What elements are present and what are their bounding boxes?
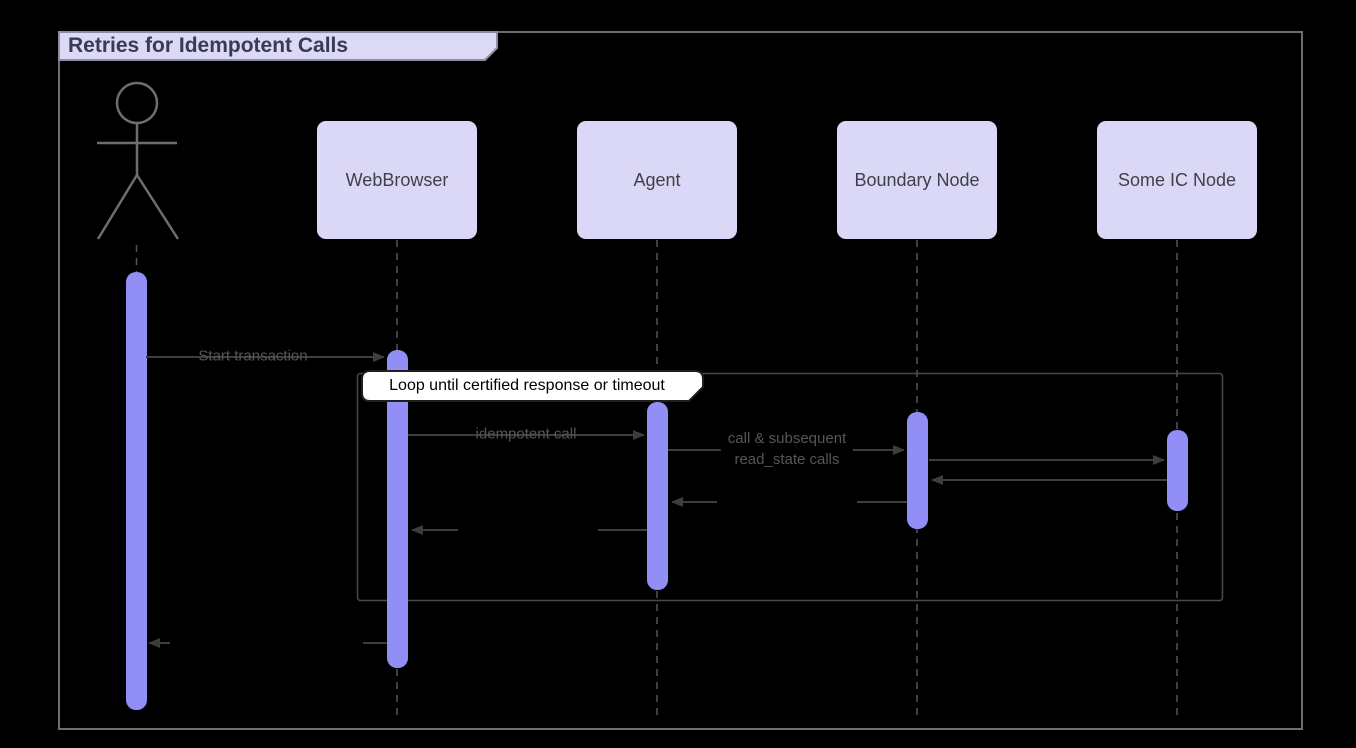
activation-bar-some-ic-node bbox=[1167, 430, 1188, 511]
message-label-call-read-state: call & subsequent read_state calls bbox=[720, 427, 854, 471]
message-label-line-1: call & subsequent bbox=[727, 430, 847, 447]
participant-label: Agent bbox=[633, 169, 681, 190]
message-label-idempotent-call: idempotent call bbox=[475, 425, 577, 443]
participant-label: Some IC Node bbox=[1117, 169, 1237, 190]
participant-box-agent: Agent bbox=[577, 121, 737, 239]
title-tab-shape bbox=[58, 31, 498, 61]
activation-bar-agent bbox=[647, 402, 668, 590]
participant-label: WebBrowser bbox=[345, 169, 449, 190]
actor-leg-left bbox=[96, 174, 139, 240]
message-label-start-transaction: Start transaction bbox=[198, 347, 308, 365]
activation-bar-user bbox=[126, 272, 147, 710]
actor-stick-figure bbox=[96, 81, 180, 240]
diagram-title: Retries for Idempotent Calls bbox=[68, 34, 349, 57]
activation-bar-boundary-node bbox=[907, 412, 928, 529]
participant-box-boundary-node: Boundary Node bbox=[837, 121, 997, 239]
actor-leg-right bbox=[135, 174, 180, 240]
loop-condition-label: Loop until certified response or timeout bbox=[389, 377, 665, 394]
participant-box-webbrowser: WebBrowser bbox=[317, 121, 477, 239]
message-label-line-2: read_state calls bbox=[734, 451, 840, 468]
diagram-frame-border bbox=[58, 31, 1303, 730]
loop-fragment-frame bbox=[356, 372, 1224, 602]
participant-label: Boundary Node bbox=[854, 169, 980, 190]
loop-label-shape bbox=[361, 370, 704, 402]
activation-bar-webbrowser bbox=[387, 350, 408, 668]
participant-box-some-ic-node: Some IC Node bbox=[1097, 121, 1257, 239]
